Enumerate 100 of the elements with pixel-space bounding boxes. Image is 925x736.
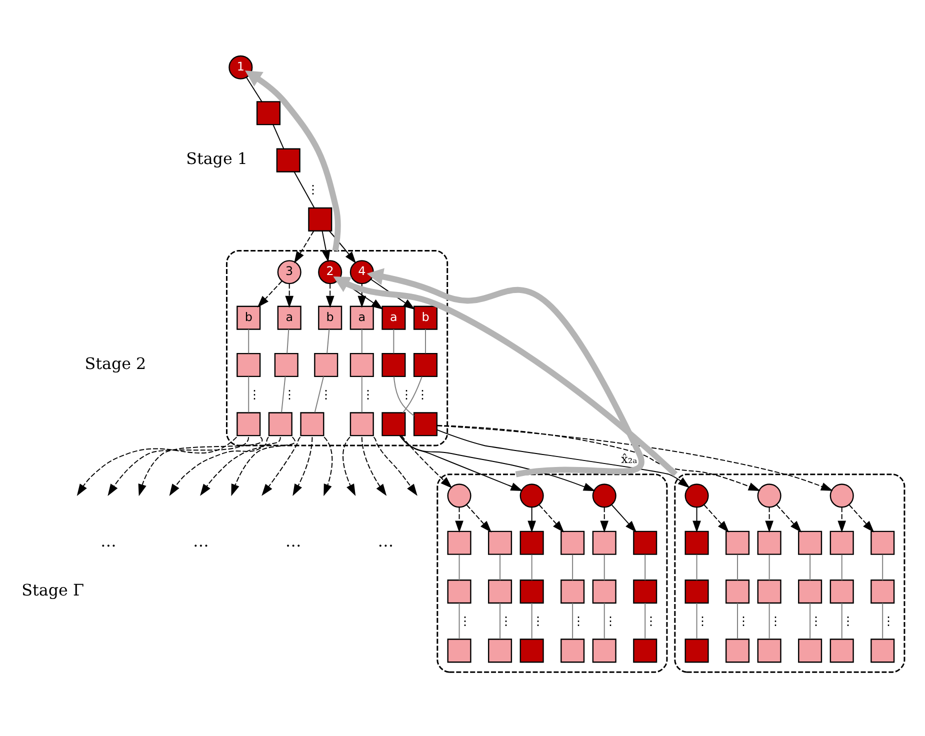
edge-label: ⋮: [572, 614, 585, 628]
connector: [393, 376, 415, 416]
edge-label: ⋮: [307, 182, 320, 197]
arrow: [324, 436, 333, 496]
edge-label: ⋮: [362, 387, 374, 402]
arrow: [342, 436, 356, 496]
connector: [361, 376, 362, 413]
node-circle: [684, 484, 709, 508]
edge-label: ⋮: [400, 387, 413, 402]
node-circle: [447, 484, 472, 508]
connector: [644, 602, 646, 640]
label: Stage 2: [84, 354, 146, 373]
arrow: [765, 506, 774, 533]
connector: [841, 602, 842, 640]
node-box: [798, 530, 822, 555]
arrow: [838, 506, 846, 533]
node-box: [520, 638, 544, 663]
label: Stage 1: [186, 149, 248, 168]
node-box: [300, 412, 324, 436]
edge-label: ⋮: [416, 387, 429, 402]
node-box: [488, 530, 512, 555]
label: …: [285, 532, 302, 551]
arrow: [373, 436, 418, 496]
arrow: [292, 436, 313, 496]
node-circle: 1: [228, 55, 253, 80]
node-box: b: [236, 306, 261, 330]
node-box: [236, 412, 261, 436]
edge-label: ⋮: [645, 614, 658, 628]
edge-label: ⋮: [500, 614, 512, 628]
node-box: [633, 580, 658, 604]
label: …: [100, 532, 116, 551]
connector: [361, 328, 362, 354]
node-box: [314, 353, 338, 378]
arrow: [600, 506, 609, 533]
label: Stage Γ: [22, 580, 84, 600]
cluster: [436, 474, 668, 673]
connector: [572, 554, 574, 581]
connector: [314, 376, 324, 413]
connector: [294, 171, 315, 208]
node-box: [725, 580, 750, 604]
node-box: [236, 353, 261, 378]
node-box: [830, 580, 854, 604]
arrow: [528, 506, 536, 533]
arrow: [294, 230, 314, 264]
node-box: [684, 530, 709, 555]
connector: [644, 554, 646, 581]
connector: [810, 602, 811, 640]
arrow: [169, 436, 269, 496]
node-box: [274, 353, 298, 378]
node-box: [350, 412, 374, 436]
connector: [458, 602, 460, 640]
arrow: [231, 436, 296, 496]
node-box: [488, 580, 512, 604]
arrow: [333, 276, 678, 477]
connector: [810, 554, 811, 581]
node-box: [520, 580, 544, 604]
arrow: [361, 436, 387, 496]
arrow: [704, 504, 730, 533]
node-box: [684, 638, 709, 663]
label: …: [192, 532, 209, 551]
arrow: [262, 436, 301, 496]
arrow: [848, 504, 874, 533]
node-box: [633, 530, 658, 555]
connector: [500, 554, 501, 581]
node-box: [798, 638, 822, 663]
edge-label: ⋮: [604, 614, 616, 628]
connector: [882, 554, 884, 581]
arrow: [366, 268, 644, 478]
connector: [531, 602, 532, 640]
arrow: [401, 435, 452, 488]
node-circle: 4: [350, 260, 374, 284]
node-box: [684, 580, 709, 604]
node-circle: [830, 484, 854, 508]
arrow: [436, 429, 690, 488]
connector: [272, 124, 284, 150]
node-box: [560, 638, 585, 663]
arrow: [285, 283, 294, 308]
node-box: [592, 638, 616, 663]
node-box: [870, 638, 895, 663]
connector: [572, 602, 574, 640]
arrow: [611, 504, 637, 533]
node-box: [268, 412, 292, 436]
connector: [768, 602, 770, 640]
edge-label: ⋮: [283, 387, 296, 402]
node-box: [447, 530, 472, 555]
node-box: [560, 530, 585, 555]
arrow: [455, 506, 464, 533]
arrow: [76, 436, 238, 496]
arrow: [400, 435, 523, 492]
arrow: [692, 506, 701, 533]
arrow: [399, 435, 596, 492]
arrow: [257, 280, 282, 308]
edge-label: ⋮: [737, 614, 750, 628]
node-box: [830, 530, 854, 555]
node-box: b: [318, 306, 342, 330]
arrow: [776, 504, 802, 533]
node-box: [447, 638, 472, 663]
node-circle: [520, 484, 544, 508]
label: …: [378, 532, 394, 551]
edge-label: ⋮: [459, 614, 472, 628]
